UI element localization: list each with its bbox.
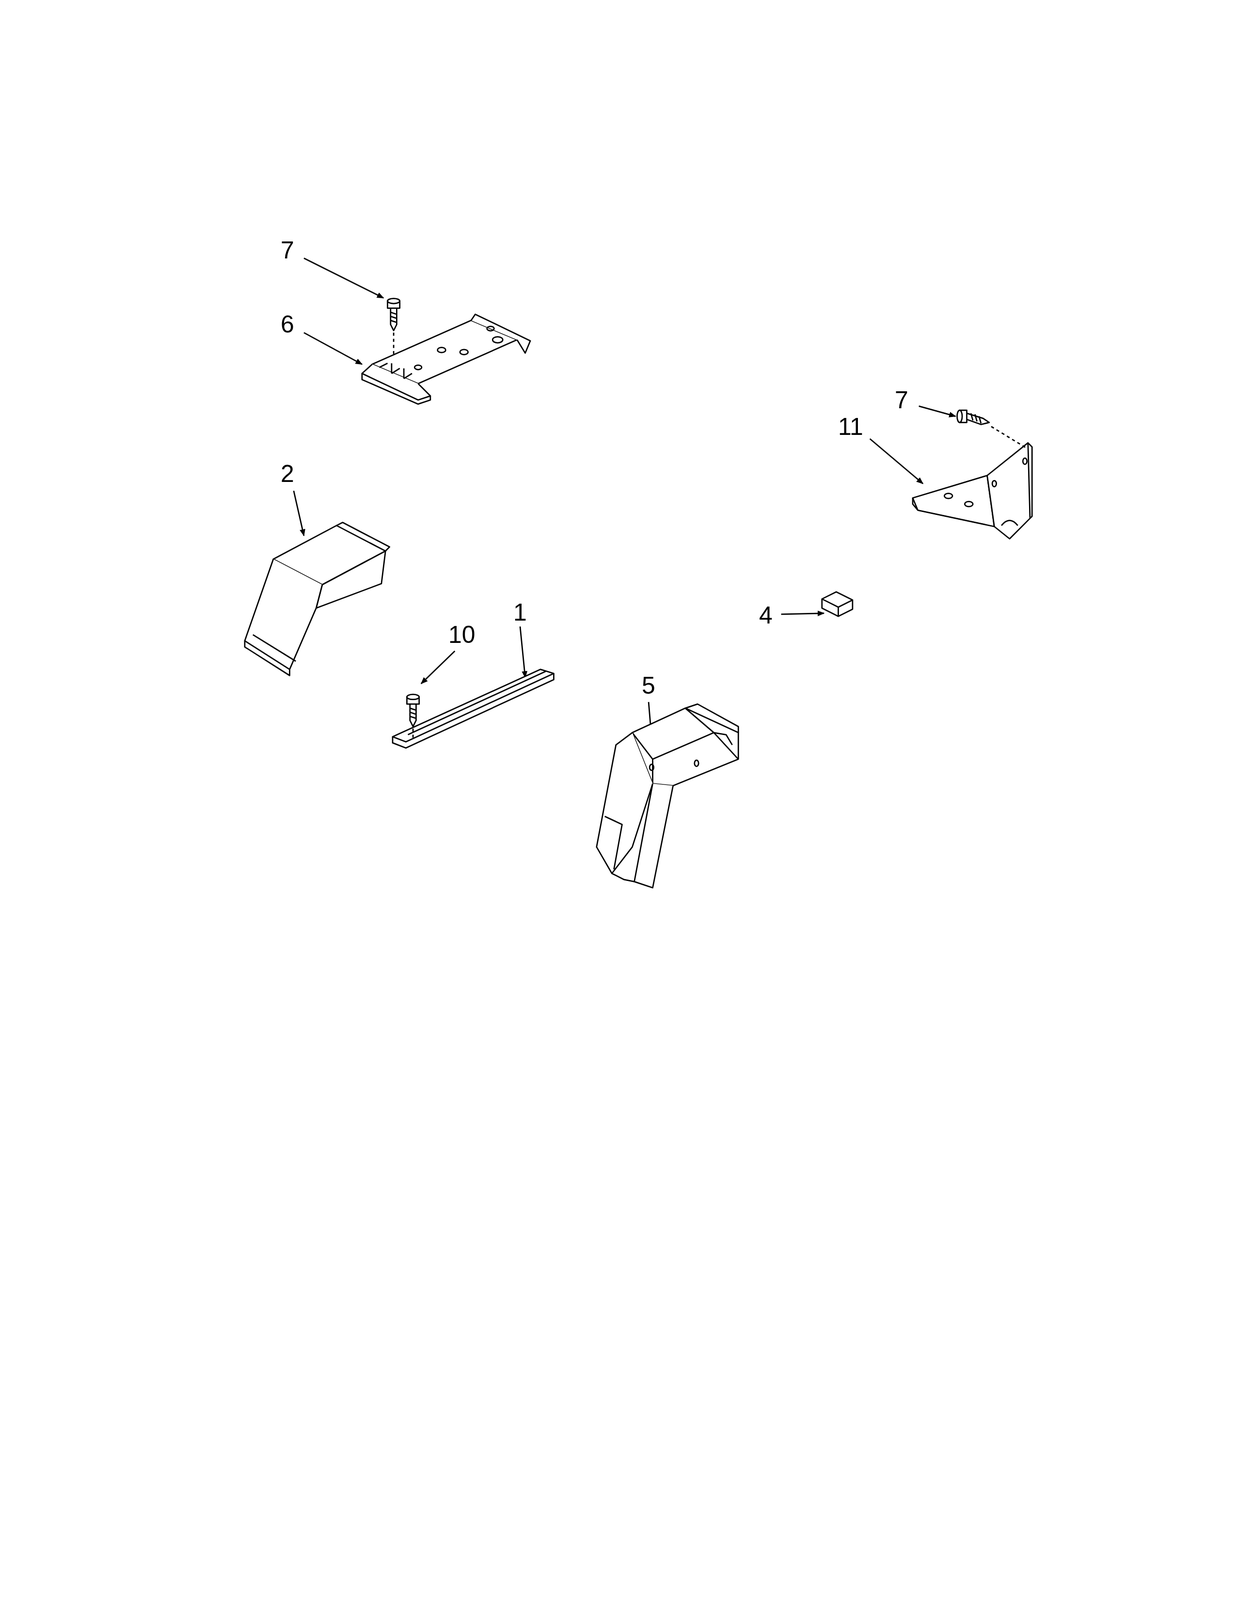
screw (957, 410, 1029, 449)
spacer-block (822, 591, 853, 617)
leader-line (293, 257, 956, 751)
duct-cover (244, 522, 390, 676)
callout-number: 2 (280, 461, 295, 486)
screw (406, 694, 419, 739)
channel-bracket (596, 703, 739, 888)
screw (387, 298, 400, 358)
callout-number: 7 (894, 387, 909, 412)
callout-number: 6 (280, 312, 295, 337)
support-bar (392, 669, 554, 748)
callout-number: 5 (641, 673, 656, 698)
callout-number: 1 (513, 600, 527, 625)
callout-number: 7 (280, 237, 295, 263)
mounting-plate (362, 314, 531, 404)
callout-number: 11 (838, 414, 864, 439)
l-bracket (912, 442, 1032, 539)
callout-number: 10 (448, 622, 476, 647)
callout-number: 4 (759, 602, 773, 628)
